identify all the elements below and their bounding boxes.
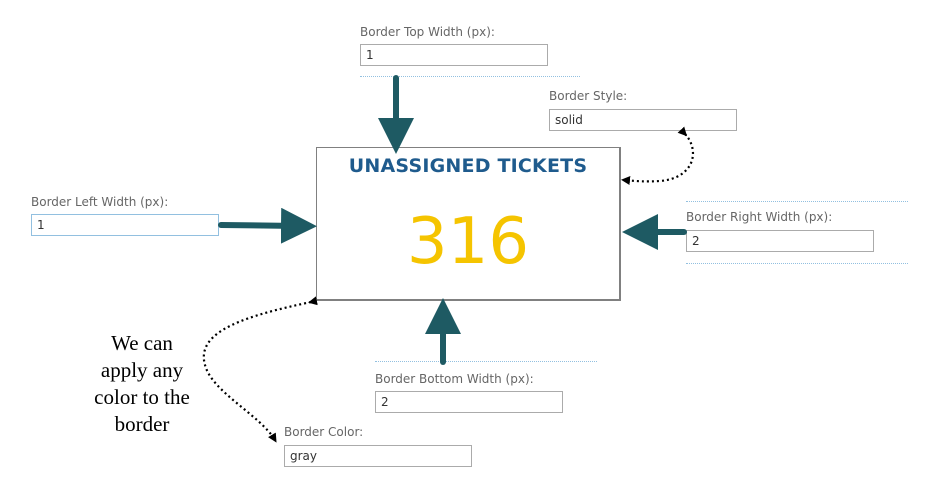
border-left-width-label: Border Left Width (px): [31, 195, 169, 209]
unassigned-tickets-tile: UNASSIGNED TICKETS 316 [316, 147, 621, 301]
border-style-label: Border Style: [549, 89, 628, 103]
annotation-line: border [114, 412, 170, 436]
dotted-arrow-border-style [621, 126, 694, 186]
annotation-text: We can apply any color to the border [82, 330, 202, 438]
border-top-width-label: Border Top Width (px): [360, 25, 495, 39]
border-top-divider [360, 76, 580, 77]
border-right-width-label: Border Right Width (px): [686, 210, 833, 224]
border-color-input[interactable] [284, 445, 472, 467]
arrow-left-right [218, 207, 317, 244]
border-bottom-width-label: Border Bottom Width (px): [375, 372, 534, 386]
annotation-line: We can [111, 331, 173, 355]
annotation-line: color to the [94, 385, 190, 409]
border-right-width-input[interactable] [686, 230, 874, 252]
tile-title: UNASSIGNED TICKETS [348, 155, 588, 177]
border-right-divider-top [686, 201, 908, 202]
annotation-line: apply any [100, 358, 184, 382]
tile-value: 316 [406, 205, 530, 279]
border-right-divider-bottom [686, 263, 908, 264]
border-bottom-divider [375, 361, 597, 362]
border-bottom-width-input[interactable] [375, 391, 563, 413]
border-left-width-input[interactable] [31, 214, 219, 236]
border-top-width-input[interactable] [360, 44, 548, 66]
dotted-arrow-border-color [202, 296, 318, 443]
